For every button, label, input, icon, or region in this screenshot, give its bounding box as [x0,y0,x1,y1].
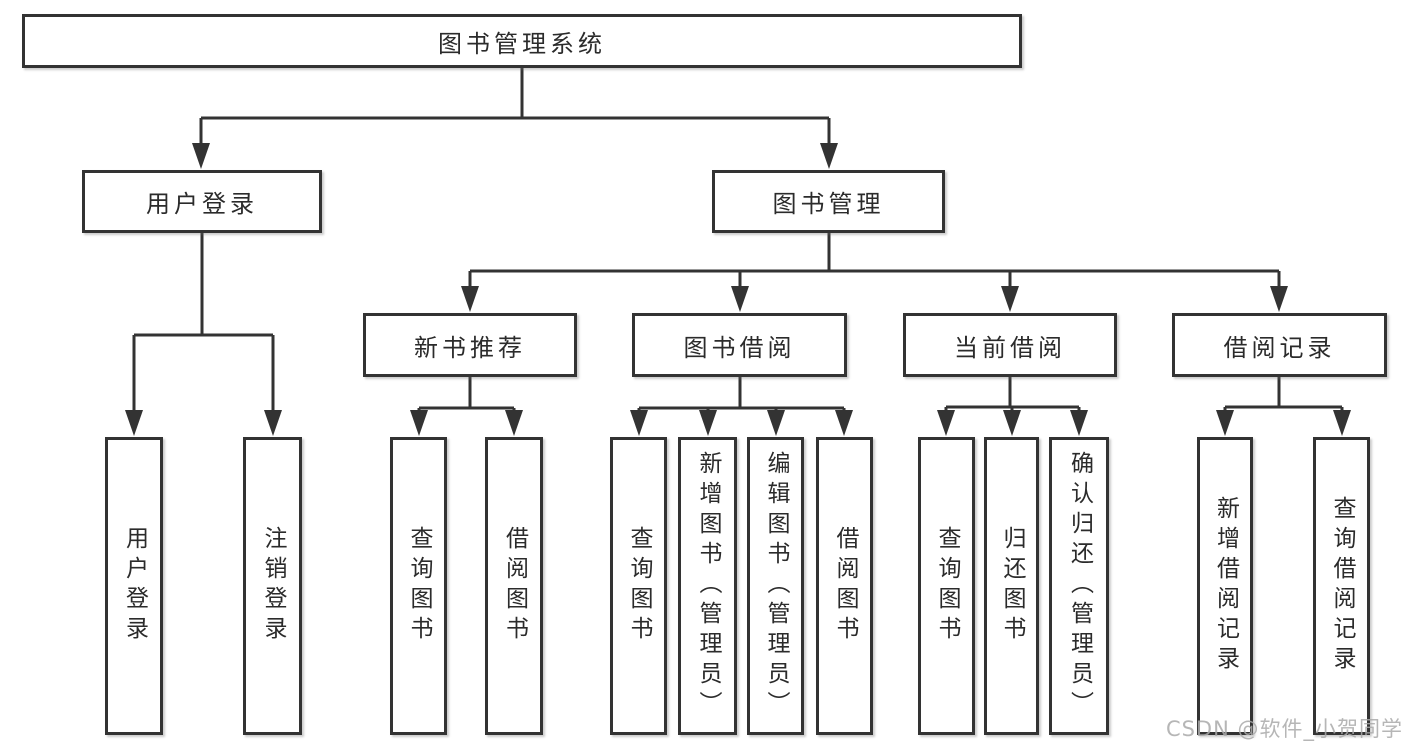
leaf-cb-confirm-return-admin: 确认归还（管理员） [1049,437,1109,735]
leaf-logout-label: 注销登录 [260,526,286,646]
connector-borrow-record-split [1216,377,1351,436]
node-new-book-recommend: 新书推荐 [363,313,577,377]
node-book-management-label: 图书管理 [772,190,885,218]
leaf-bb-edit-book-admin: 编辑图书（管理员） [747,437,804,735]
leaf-bb-borrow-book: 借阅图书 [816,437,873,735]
leaf-nbr-borrow-book: 借阅图书 [485,437,543,735]
connector-user-login-split [125,233,282,436]
node-user-login: 用户登录 [82,170,322,233]
node-root-label: 图书管理系统 [438,29,606,58]
connector-current-borrow-split [937,377,1088,436]
leaf-cb-query-book: 查询图书 [918,437,975,735]
leaf-bb-borrow-book-label: 借阅图书 [832,526,858,646]
leaf-nbr-query-book: 查询图书 [390,437,447,735]
node-borrow-record-label: 借阅记录 [1223,333,1336,362]
leaf-br-query-record: 查询借阅记录 [1313,437,1370,735]
node-book-management: 图书管理 [712,170,945,233]
leaf-cb-query-book-label: 查询图书 [934,526,960,646]
node-book-borrow: 图书借阅 [632,313,847,377]
leaf-bb-edit-book-admin-label: 编辑图书（管理员） [763,451,789,721]
node-current-borrow: 当前借阅 [903,313,1117,377]
connector-root-split [192,68,838,169]
leaf-cb-return-book: 归还图书 [984,437,1039,735]
leaf-user-login: 用户登录 [105,437,163,735]
node-current-borrow-label: 当前借阅 [954,333,1066,362]
leaf-bb-query-book: 查询图书 [610,437,667,735]
node-root: 图书管理系统 [22,14,1022,68]
leaf-nbr-query-book-label: 查询图书 [406,526,432,646]
leaf-cb-confirm-return-admin-label: 确认归还（管理员） [1066,451,1093,721]
leaf-logout: 注销登录 [243,437,302,735]
leaf-br-add-record-label: 新增借阅记录 [1212,496,1239,676]
leaf-bb-query-book-label: 查询图书 [626,526,652,646]
leaf-user-login-label: 用户登录 [121,526,148,646]
node-user-login-label: 用户登录 [146,190,258,218]
leaf-cb-return-book-label: 归还图书 [999,526,1025,646]
connector-new-book-recommend-split [410,377,523,436]
connector-book-management-split [461,233,1288,312]
node-book-borrow-label: 图书借阅 [683,333,796,362]
leaf-br-add-record: 新增借阅记录 [1197,437,1253,735]
leaf-br-query-record-label: 查询借阅记录 [1329,496,1355,676]
connector-book-borrow-split [630,377,853,436]
leaf-bb-add-book-admin-label: 新增图书（管理员） [695,451,721,721]
leaf-nbr-borrow-book-label: 借阅图书 [501,526,528,646]
leaf-bb-add-book-admin: 新增图书（管理员） [678,437,737,735]
node-borrow-record: 借阅记录 [1172,313,1387,377]
node-new-book-recommend-label: 新书推荐 [414,333,526,362]
